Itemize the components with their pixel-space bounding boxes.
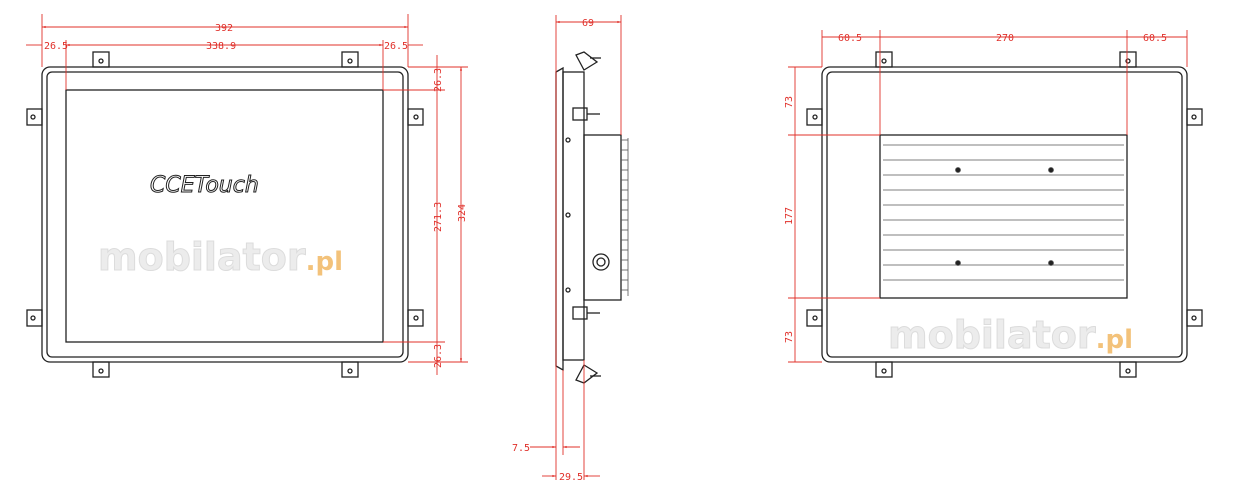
bezel bbox=[46, 71, 404, 358]
dim-box-width: 270 bbox=[996, 33, 1014, 44]
dim-back-left: 60.5 bbox=[838, 33, 862, 44]
side-dimensions: 69 7.5 29.5 bbox=[512, 15, 622, 483]
side-box bbox=[583, 134, 622, 301]
dim-right-margin: 26.5 bbox=[384, 41, 408, 52]
dim-left-margin: 26.5 bbox=[44, 41, 68, 52]
dim-screen-height: 271.3 bbox=[433, 202, 444, 232]
front-view: CCETouch mobilator.pl 392 26.5 338.9 26.… bbox=[26, 14, 468, 378]
side-view: 69 7.5 29.5 bbox=[512, 15, 629, 483]
back-frame bbox=[821, 66, 1188, 363]
back-watermark: mobilator.pl bbox=[888, 313, 1133, 357]
dim-screen-width: 338.9 bbox=[206, 41, 236, 52]
box-fins bbox=[883, 144, 1124, 281]
dim-bezel: 7.5 bbox=[512, 443, 530, 454]
dim-box-height: 177 bbox=[784, 207, 795, 225]
dim-depth: 69 bbox=[582, 18, 594, 29]
dim-total-width: 392 bbox=[215, 23, 233, 34]
watermark: mobilator.pl bbox=[98, 235, 343, 279]
back-inner-frame bbox=[826, 71, 1183, 358]
dim-total-height: 324 bbox=[457, 204, 468, 222]
heat-fins bbox=[621, 138, 629, 296]
dim-panel-depth: 29.5 bbox=[559, 472, 583, 483]
side-brackets bbox=[565, 51, 610, 384]
computer-box bbox=[879, 134, 1128, 299]
back-dimensions: 60.5 270 60.5 73 177 73 bbox=[784, 30, 1188, 363]
side-bezel bbox=[555, 66, 564, 372]
screen bbox=[65, 89, 384, 343]
outer-frame bbox=[41, 66, 409, 363]
dim-back-right: 60.5 bbox=[1143, 33, 1167, 44]
back-view: mobilator.pl 60.5 270 60.5 73 177 73 bbox=[784, 30, 1203, 378]
brand-logo: CCETouch bbox=[150, 173, 259, 198]
dim-back-top: 73 bbox=[784, 96, 795, 108]
mounting-tabs bbox=[26, 51, 424, 378]
dim-bottom-margin: 26.3 bbox=[433, 344, 444, 368]
front-dimensions: 392 26.5 338.9 26.5 26.3 271.3 26.3 324 bbox=[26, 14, 468, 375]
dim-top-margin: 26.3 bbox=[433, 68, 444, 92]
dim-back-bottom: 73 bbox=[784, 331, 795, 343]
